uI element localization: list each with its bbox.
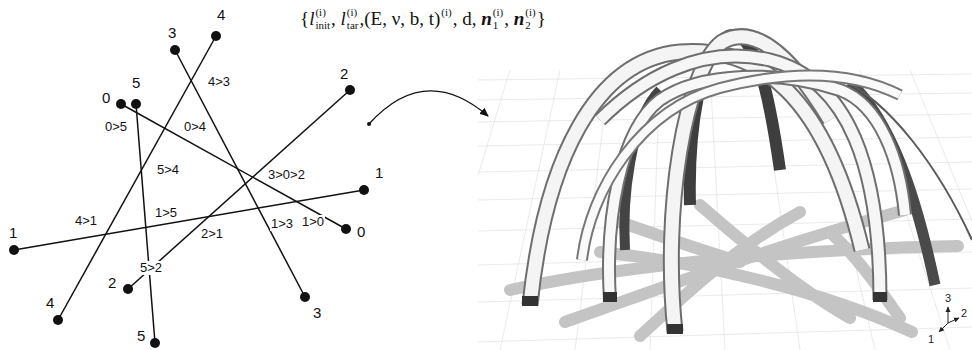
strip-shadows — [510, 205, 958, 336]
endpoint-number: 5 — [137, 328, 145, 345]
crossing-label: 5>2 — [139, 261, 163, 275]
strip-0 — [121, 104, 346, 229]
formula-symbol: } — [537, 8, 546, 30]
end-dots — [9, 31, 369, 348]
index-stack: (i)2 — [525, 6, 535, 31]
endpoint-number: 3 — [168, 25, 176, 42]
end-dot — [300, 292, 310, 302]
endpoint-number: 2 — [108, 275, 116, 292]
endpoint-number: 1 — [375, 165, 383, 182]
crossing-label: 4>3 — [207, 75, 231, 89]
crossing-label: 2>1 — [200, 227, 224, 241]
endpoint-number: 2 — [340, 66, 348, 83]
strip-lines — [14, 36, 364, 343]
subscript: 2 — [525, 19, 535, 32]
formula-symbol: , d, — [453, 8, 482, 30]
formula-symbol: ,(E, ν, b, t) — [359, 8, 440, 30]
end-dot — [359, 185, 369, 195]
strip-5 — [136, 104, 155, 343]
endpoint-number: 0 — [357, 224, 365, 241]
superscript: (i) — [525, 6, 535, 19]
end-dot — [170, 45, 180, 55]
end-dot — [123, 284, 133, 294]
crossing-label: 4>1 — [74, 214, 98, 228]
endpoint-number: 4 — [46, 295, 54, 312]
index-stack: (i)1 — [493, 6, 503, 31]
superscript: (i) — [493, 6, 503, 19]
subscript: init — [315, 19, 330, 32]
end-dot — [9, 245, 19, 255]
parameter-set: {l(i)init, l(i)tar,(E, ν, b, t)(i), d, n… — [300, 6, 546, 31]
formula-symbol: n — [514, 8, 525, 30]
endpoint-number: 5 — [132, 75, 140, 92]
mapping-arrow — [369, 91, 488, 124]
endpoint-number: 3 — [313, 305, 321, 322]
crossing-label: 3>0>2 — [267, 168, 306, 182]
white-strips — [530, 37, 905, 332]
index-stack: (i)init — [315, 6, 330, 31]
superscript: (i) — [347, 6, 359, 19]
index-stack: (i)tar — [347, 6, 359, 31]
strip-2 — [128, 90, 350, 289]
end-dot — [211, 31, 221, 41]
crossing-label: 1>0 — [301, 215, 325, 229]
superscript: (i) — [315, 6, 330, 19]
axis-label: 2 — [961, 307, 967, 319]
crossing-label: 0>4 — [183, 120, 207, 134]
crossing-label: 1>5 — [154, 206, 178, 220]
formula-symbol: , — [504, 8, 514, 30]
end-dot — [345, 85, 355, 95]
strip-3 — [175, 50, 305, 297]
crossing-label: 5>4 — [156, 163, 180, 177]
axis-label: 3 — [945, 292, 951, 304]
formula-symbol: { — [300, 8, 309, 30]
end-dot — [131, 99, 141, 109]
end-dot — [116, 99, 126, 109]
strip-4 — [58, 36, 216, 320]
strip-1 — [14, 190, 364, 250]
formula-symbol: l — [341, 8, 346, 30]
endpoint-number: 0 — [102, 90, 110, 107]
end-dot — [53, 315, 63, 325]
crossing-label: 1>3 — [270, 217, 294, 231]
strip-feet — [522, 292, 887, 334]
subscript: tar — [347, 19, 359, 32]
formula-symbol: l — [309, 8, 314, 30]
crossing-label: 0>5 — [104, 120, 128, 134]
axis-label: 1 — [928, 333, 934, 345]
axis-triad — [939, 307, 959, 332]
endpoint-number: 4 — [217, 7, 225, 24]
superscript: (i) — [441, 6, 451, 19]
formula-symbol: , — [331, 8, 341, 30]
index-stack: (i) — [441, 6, 451, 31]
end-dot — [341, 224, 351, 234]
spacer — [441, 19, 451, 31]
subscript: 1 — [493, 19, 503, 32]
endpoint-number: 1 — [9, 225, 17, 242]
end-dot — [150, 338, 160, 348]
formula-symbol: n — [481, 8, 492, 30]
